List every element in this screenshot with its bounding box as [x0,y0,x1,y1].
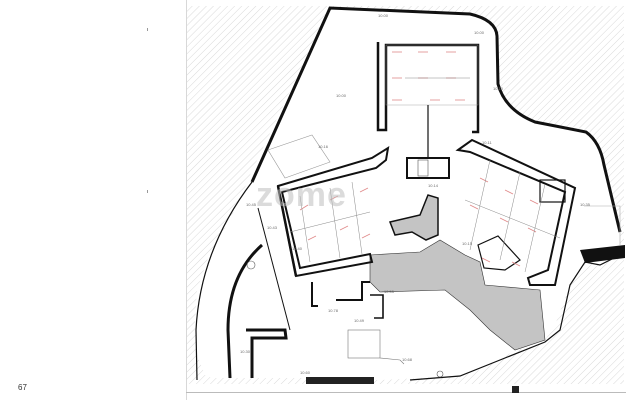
access-road-outer [195,181,253,381]
room-label: 10.10 [493,86,504,91]
room-label: 10.60 [300,370,311,375]
room-label: 10.40 [292,246,303,251]
scale-tick [147,28,148,31]
sheet-number: 67 [18,383,27,392]
built-mass-grey [369,239,546,351]
east-wing-inner [477,235,521,271]
car-symbol [246,260,256,270]
room-label: 10.15 [462,241,473,246]
access-road-inner [226,243,263,379]
room-label: 10.00 [336,93,347,98]
right-edge-hatch [584,205,621,245]
sheet-margin-line [186,0,187,400]
terrace-steps [379,357,405,365]
west-wing-shell [276,185,298,277]
room-label: 10.43 [267,225,278,230]
east-wing-walls [455,138,577,286]
upper-left-annex [267,134,331,179]
access-road-line [257,207,291,331]
lower-left-wall [246,328,288,378]
site-interior [195,8,620,380]
room-label: 10.11 [482,140,492,145]
right-retaining-wall [580,245,625,263]
entrance-slab [306,377,374,384]
site-boundary-wall [250,6,622,233]
lower-step-wall [336,281,370,301]
north-arrow-icon [436,370,444,378]
site-boundary-right [409,254,621,381]
scale-tick [147,190,148,193]
room-label: 10.45 [246,202,257,207]
room-label: 10.35 [580,202,591,207]
terrace-box [347,329,381,359]
west-wing-walls [276,145,390,278]
room-label: 10.55 [384,289,395,294]
company-logo-icon [512,386,519,393]
room-label: 10.00 [378,13,389,18]
room-label: 10.68 [402,357,413,362]
room-label: 10.30 [240,349,251,354]
room-label: 10.49 [354,318,365,323]
room-label: 10.00 [474,30,485,35]
title-block-line [186,392,626,393]
watermark-text: zome [256,176,347,214]
room-label: 10.14 [428,183,439,188]
lower-ledge [370,294,384,319]
lower-wall-left [311,282,318,307]
core-grey [388,194,439,241]
east-wing-balcony [539,179,566,203]
stair-core [406,157,450,179]
room-label: 10.78 [328,308,339,313]
interior-partitions [289,77,561,273]
room-label: 10.16 [318,144,329,149]
north-wing-room [385,44,479,106]
